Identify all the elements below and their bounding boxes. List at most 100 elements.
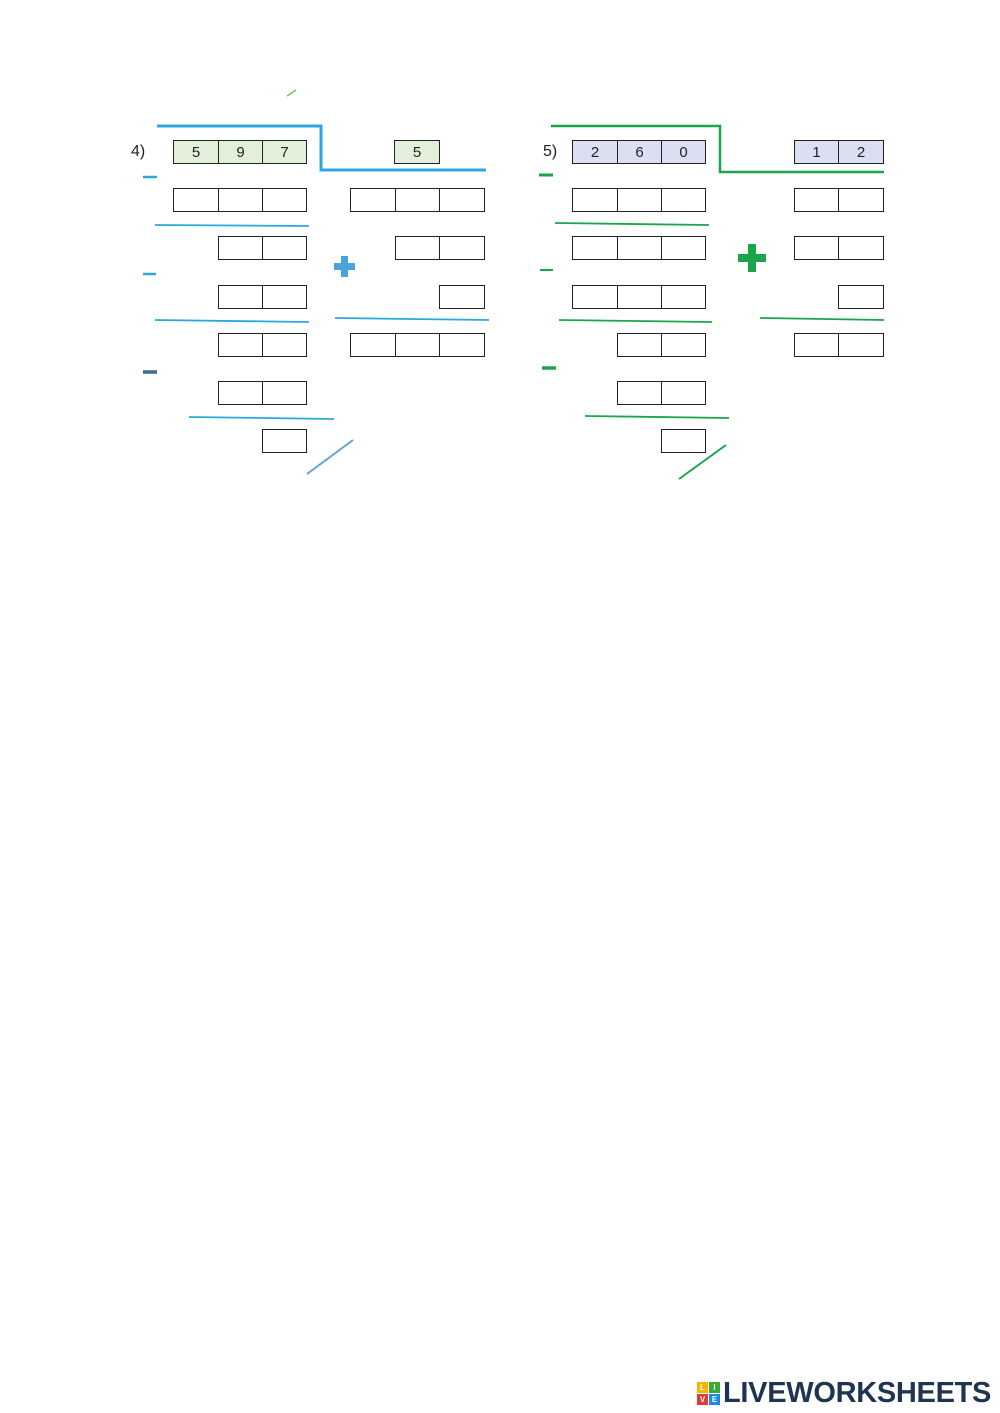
- answer-input[interactable]: [263, 334, 306, 356]
- answer-input[interactable]: [662, 382, 705, 404]
- quotient-input[interactable]: [440, 237, 484, 259]
- answer-input[interactable]: [219, 189, 262, 211]
- answer-input[interactable]: [263, 189, 306, 211]
- quotient-box[interactable]: [395, 236, 440, 260]
- quotient-input[interactable]: [795, 189, 838, 211]
- problem-number-5: 5): [543, 143, 558, 160]
- answer-box[interactable]: [262, 236, 307, 260]
- answer-box[interactable]: [262, 188, 307, 212]
- remainder-input[interactable]: [662, 430, 705, 452]
- answer-input[interactable]: [573, 237, 617, 259]
- underline-4b: [154, 319, 310, 323]
- divisor-digit-5-1: 1: [794, 140, 839, 164]
- answer-box[interactable]: [572, 285, 618, 309]
- answer-box[interactable]: [173, 188, 219, 212]
- answer-box[interactable]: [661, 236, 706, 260]
- answer-box[interactable]: [661, 381, 706, 405]
- answer-box[interactable]: [617, 381, 662, 405]
- answer-input[interactable]: [618, 382, 661, 404]
- quotient-input[interactable]: [396, 334, 439, 356]
- quotient-box[interactable]: [838, 285, 884, 309]
- quotient-box[interactable]: [838, 236, 884, 260]
- answer-input[interactable]: [573, 286, 617, 308]
- logo-squares-icon: L I V E: [697, 1381, 720, 1405]
- answer-input[interactable]: [219, 334, 262, 356]
- logo-square: V: [697, 1393, 708, 1405]
- plus-icon-5: [738, 244, 766, 272]
- quotient-box[interactable]: [350, 188, 396, 212]
- quotient-box[interactable]: [794, 188, 839, 212]
- answer-box[interactable]: [617, 188, 662, 212]
- logo-square: I: [709, 1381, 720, 1393]
- answer-input[interactable]: [219, 382, 262, 404]
- answer-input[interactable]: [573, 189, 617, 211]
- quotient-box[interactable]: [838, 188, 884, 212]
- quotient-box[interactable]: [395, 188, 440, 212]
- remainder-box[interactable]: [262, 429, 307, 453]
- quotient-input[interactable]: [396, 237, 439, 259]
- answer-input[interactable]: [662, 286, 705, 308]
- answer-box[interactable]: [617, 285, 662, 309]
- answer-input[interactable]: [263, 237, 306, 259]
- quotient-input[interactable]: [351, 334, 395, 356]
- answer-box[interactable]: [617, 236, 662, 260]
- liveworksheets-logo: L I V E LIVEWORKSHEETS: [697, 1377, 991, 1409]
- quotient-input[interactable]: [440, 286, 484, 308]
- remainder-box[interactable]: [661, 429, 706, 453]
- dividend-digit-4-2: 9: [218, 140, 263, 164]
- answer-input[interactable]: [174, 189, 218, 211]
- quotient-input[interactable]: [795, 237, 838, 259]
- answer-input[interactable]: [219, 286, 262, 308]
- quotient-input[interactable]: [839, 189, 883, 211]
- remainder-input[interactable]: [263, 430, 306, 452]
- quotient-box[interactable]: [794, 236, 839, 260]
- quotient-box[interactable]: [350, 333, 396, 357]
- quotient-box[interactable]: [838, 333, 884, 357]
- answer-box[interactable]: [572, 188, 618, 212]
- quotient-box[interactable]: [439, 188, 485, 212]
- stray-mark: [286, 89, 297, 97]
- answer-box[interactable]: [218, 188, 263, 212]
- underline-4d: [188, 416, 335, 420]
- answer-box[interactable]: [218, 285, 263, 309]
- answer-box[interactable]: [218, 381, 263, 405]
- quotient-input[interactable]: [396, 189, 439, 211]
- answer-input[interactable]: [263, 286, 306, 308]
- answer-box[interactable]: [262, 333, 307, 357]
- quotient-box[interactable]: [794, 333, 839, 357]
- quotient-input[interactable]: [795, 334, 838, 356]
- answer-box[interactable]: [661, 188, 706, 212]
- logo-text: LIVEWORKSHEETS: [723, 1376, 992, 1409]
- answer-input[interactable]: [618, 334, 661, 356]
- answer-box[interactable]: [661, 285, 706, 309]
- quotient-box[interactable]: [439, 236, 485, 260]
- quotient-input[interactable]: [839, 286, 883, 308]
- answer-input[interactable]: [263, 382, 306, 404]
- answer-box[interactable]: [661, 333, 706, 357]
- answer-box[interactable]: [262, 285, 307, 309]
- quotient-box[interactable]: [395, 333, 440, 357]
- answer-box[interactable]: [617, 333, 662, 357]
- answer-input[interactable]: [662, 189, 705, 211]
- slash-4: [306, 439, 354, 475]
- quotient-box[interactable]: [439, 333, 485, 357]
- answer-input[interactable]: [618, 237, 661, 259]
- quotient-box[interactable]: [439, 285, 485, 309]
- answer-input[interactable]: [219, 237, 262, 259]
- answer-input[interactable]: [662, 237, 705, 259]
- answer-box[interactable]: [262, 381, 307, 405]
- quotient-input[interactable]: [440, 189, 484, 211]
- answer-input[interactable]: [618, 189, 661, 211]
- quotient-input[interactable]: [440, 334, 484, 356]
- answer-input[interactable]: [618, 286, 661, 308]
- answer-box[interactable]: [572, 236, 618, 260]
- quotient-input[interactable]: [839, 334, 883, 356]
- logo-square: E: [709, 1393, 720, 1405]
- quotient-input[interactable]: [351, 189, 395, 211]
- answer-box[interactable]: [218, 333, 263, 357]
- answer-input[interactable]: [662, 334, 705, 356]
- quotient-input[interactable]: [839, 237, 883, 259]
- answer-box[interactable]: [218, 236, 263, 260]
- plus-icon-4: [334, 256, 355, 277]
